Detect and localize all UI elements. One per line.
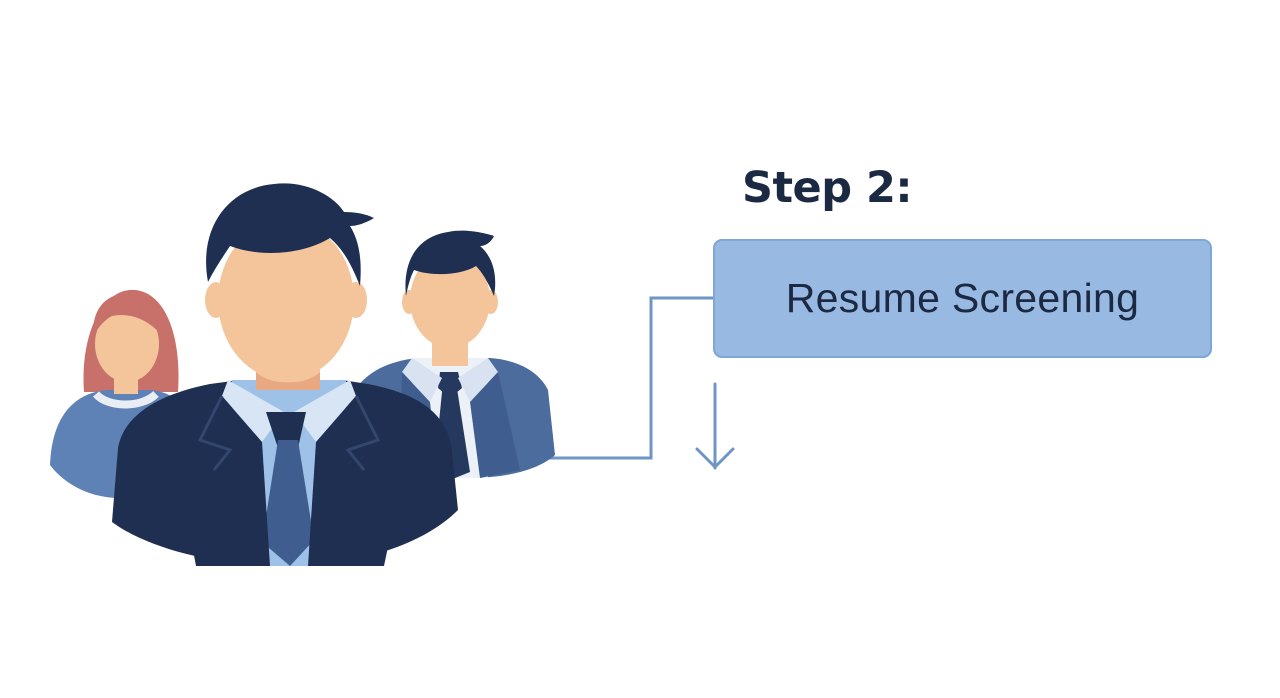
step-label: Resume Screening bbox=[785, 275, 1140, 321]
connector-line bbox=[535, 296, 713, 460]
step-title: Step 2: bbox=[742, 163, 913, 213]
resume-screening-box: Resume Screening bbox=[713, 239, 1212, 358]
down-arrow-icon bbox=[695, 382, 735, 470]
man-front-icon bbox=[112, 183, 458, 566]
